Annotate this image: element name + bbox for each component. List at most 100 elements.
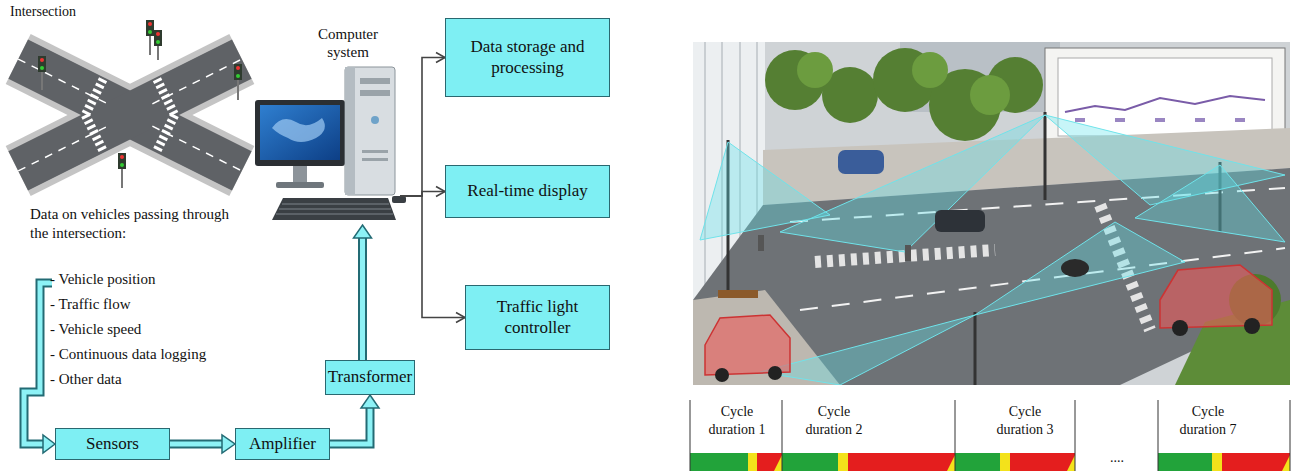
computer-illustration <box>260 105 340 160</box>
arrow-head <box>436 53 445 63</box>
intersection-illustration <box>120 163 124 167</box>
intersection-photo <box>760 315 975 385</box>
signal-timeline <box>1222 453 1290 471</box>
signal-timeline <box>690 400 1290 471</box>
intersection-illustration <box>85 79 103 115</box>
list-item: - Vehicle position <box>50 270 250 289</box>
intersection-photo <box>1244 318 1260 334</box>
intersection-photo <box>693 42 1290 385</box>
intersection-photo <box>912 52 948 88</box>
output-arrow <box>400 187 445 197</box>
computer-illustration <box>392 196 406 203</box>
intersection-photo <box>1155 118 1165 122</box>
arrow-head <box>222 435 235 453</box>
intersection-illustration <box>154 30 162 46</box>
intersection-photo <box>705 265 1272 375</box>
box-label: Data storage and processing <box>454 37 601 78</box>
signal-timeline <box>690 453 748 471</box>
intersection-illustration <box>18 59 242 171</box>
signal-timeline <box>1212 453 1222 471</box>
intersection-photo <box>693 42 1290 385</box>
list-item: - Continuous data logging <box>50 345 250 364</box>
intersection-illustration <box>40 22 240 159</box>
cycle-label: Cycle duration 3 <box>985 403 1065 438</box>
cycle-label: Cycle duration 7 <box>1168 403 1248 438</box>
computer-system: Computer system <box>255 25 400 225</box>
data-bracket-arrow <box>43 435 55 453</box>
arrow-head <box>354 225 372 238</box>
intersection-illustration <box>236 66 240 70</box>
signal-timeline <box>1282 455 1290 471</box>
signal-timeline <box>955 400 956 471</box>
signal-timeline <box>1158 453 1212 471</box>
intersection-illustration <box>6 34 255 196</box>
signal-timeline <box>1075 400 1076 471</box>
signal-timeline <box>690 400 691 471</box>
signal-timeline <box>1067 455 1075 471</box>
list-heading: Data on vehicles passing through the int… <box>30 205 245 243</box>
intersection-illustration <box>18 59 242 171</box>
intersection-illustration <box>148 30 152 34</box>
arrow-head <box>361 395 379 408</box>
computer-illustration <box>371 116 379 124</box>
arrow-head <box>456 313 465 323</box>
computer-illustration <box>272 198 396 220</box>
signal-timeline <box>1010 453 1075 471</box>
arrow-fill <box>330 408 370 444</box>
list-item: - Vehicle speed <box>50 320 250 339</box>
figure-label: Intersection <box>10 3 130 21</box>
intersection-illustration <box>156 32 160 36</box>
signal-timeline <box>947 455 955 471</box>
computer-illustration <box>360 90 390 96</box>
output-arrow <box>400 53 445 197</box>
intersection-photo <box>1075 118 1245 122</box>
intersection-illustration <box>157 79 175 115</box>
computer-illustration <box>276 214 393 215</box>
intersection-illustration <box>85 115 103 151</box>
box-label: Transformer <box>328 367 412 387</box>
ellipsis-label: .... <box>1092 449 1142 467</box>
intersection-photo <box>1195 118 1205 122</box>
intersection-illustration <box>234 64 242 80</box>
arrow-outline <box>358 238 367 360</box>
signal-timeline <box>1290 400 1291 471</box>
process-box: Traffic light controller <box>465 285 610 350</box>
intersection-photo <box>700 115 1285 385</box>
data-bracket-arrow <box>24 283 52 444</box>
intersection-photo <box>1061 259 1089 277</box>
intersection-photo <box>1135 165 1285 242</box>
intersection-illustration <box>6 34 255 196</box>
arrow-line <box>400 58 445 197</box>
intersection-illustration <box>8 39 251 190</box>
arrow-fill <box>360 238 365 360</box>
intersection-photo <box>780 115 1045 252</box>
intersection-photo <box>935 210 985 232</box>
intersection-illustration <box>38 56 46 72</box>
arrow-outline <box>170 440 222 449</box>
signal-timeline <box>774 455 782 471</box>
box-label: Traffic light controller <box>474 297 601 338</box>
intersection-illustration <box>6 20 255 196</box>
intersection-photo <box>975 222 1185 315</box>
signal-timeline <box>757 453 782 471</box>
intersection-illustration <box>8 39 251 190</box>
computer-illustration <box>345 67 355 195</box>
intersection-illustration <box>40 66 44 70</box>
signal-timeline <box>955 453 1000 471</box>
intersection-photo <box>1235 118 1245 122</box>
cycle-label: Cycle duration 2 <box>795 403 873 438</box>
data-bracket-arrow <box>24 283 52 444</box>
cycle-label: Cycle duration 1 <box>698 403 776 438</box>
intersection-photo <box>1065 96 1265 112</box>
computer-illustration <box>255 100 345 166</box>
signal-timeline <box>1158 400 1159 471</box>
intersection-photo <box>974 312 977 385</box>
computer-illustration <box>272 118 325 142</box>
intersection-illustration <box>146 20 154 36</box>
intersection-illustration <box>40 58 44 62</box>
intersection-illustration <box>42 22 238 188</box>
computer-illustration <box>293 166 307 182</box>
